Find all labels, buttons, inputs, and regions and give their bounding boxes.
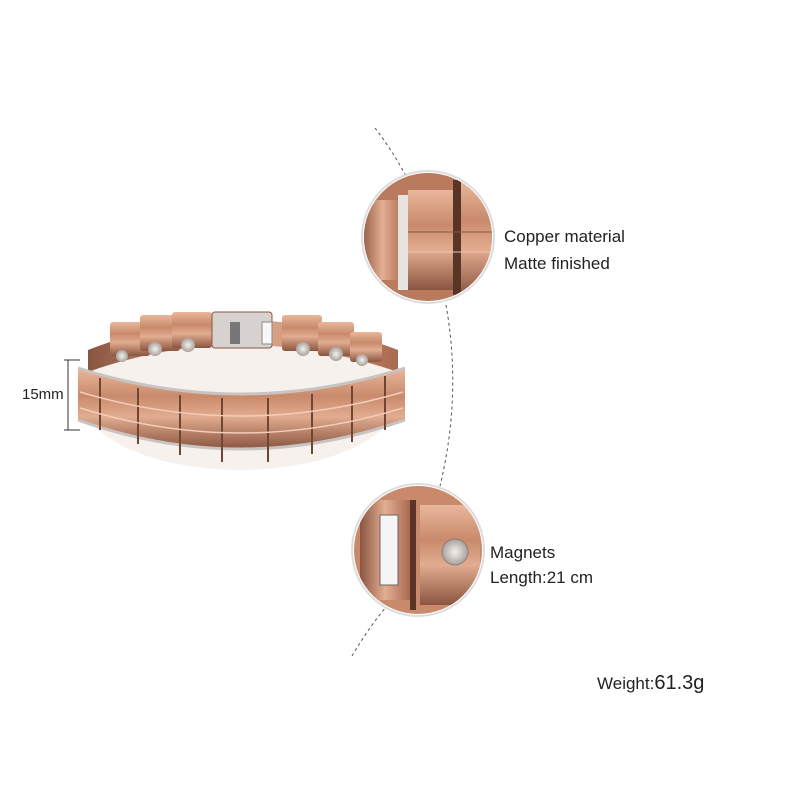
weight-label: Weight: (597, 674, 655, 693)
magnets-label: Magnets (490, 543, 556, 562)
callout-circle-magnets (351, 483, 485, 617)
dimension-bracket (64, 359, 80, 431)
width-label: 15mm (22, 386, 64, 403)
weight-text: Weight:61.3g (597, 672, 704, 695)
weight-value: 61.3g (654, 672, 705, 694)
callout-circle-material (361, 170, 495, 304)
bracelet-image (77, 311, 406, 470)
bracelet-back-links (88, 311, 398, 372)
length-label: Length:21 cm (490, 568, 594, 587)
material-label: Copper material (504, 227, 625, 246)
bracelet-front-links (77, 366, 406, 462)
finish-label: Matte finished (504, 254, 610, 273)
